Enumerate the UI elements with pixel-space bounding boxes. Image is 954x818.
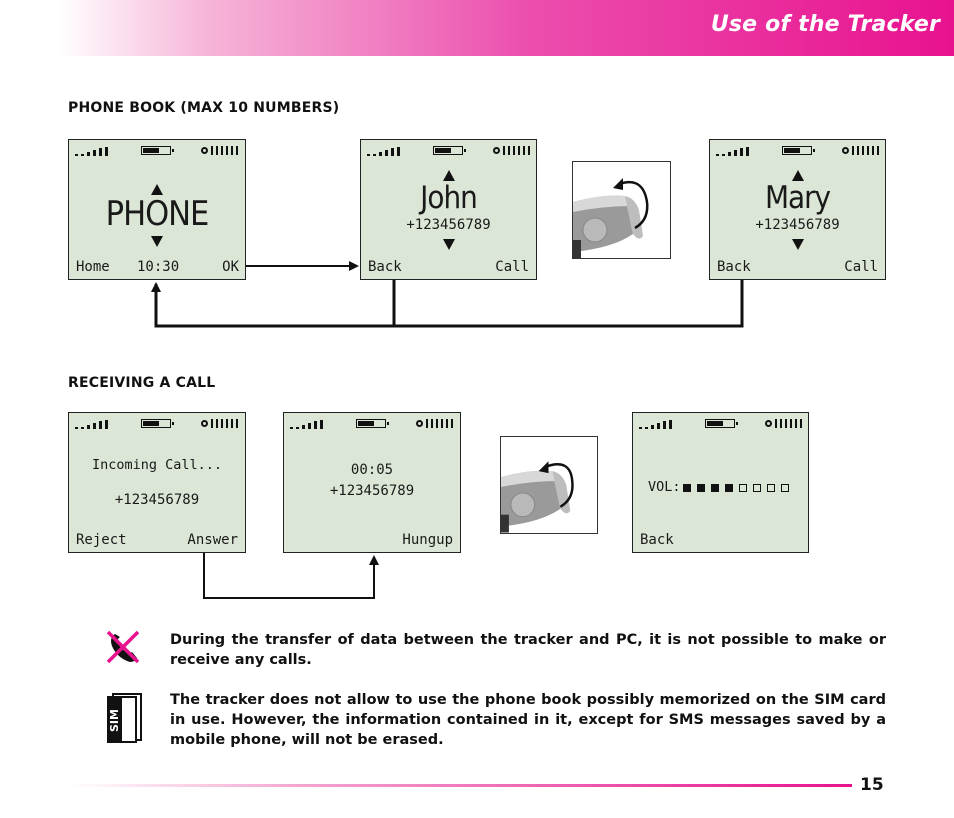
softkey-back[interactable]: Back	[717, 259, 751, 275]
antenna-icon	[763, 418, 803, 429]
status-bar	[69, 144, 245, 156]
volume-step	[725, 484, 733, 492]
softkey-home[interactable]: Home	[76, 259, 110, 275]
arrow-answer-to-incall	[203, 549, 379, 599]
page-number: 15	[860, 775, 884, 795]
note-no-calls: During the transfer of data between the …	[170, 632, 886, 668]
softkey-back[interactable]: Back	[368, 259, 402, 275]
caller-number: +123456789	[114, 492, 200, 508]
arrow-down-icon	[443, 239, 455, 250]
lcd-phone-menu: PHONE Home 10:30 OK	[68, 139, 246, 280]
arrow-down-icon	[792, 239, 804, 250]
lcd-in-call: 00:05 +123456789 Hungup	[283, 412, 461, 553]
status-bar	[69, 417, 245, 429]
antenna-icon	[199, 418, 239, 429]
arrow-up-icon	[151, 184, 163, 195]
lcd-volume: VOL: Back	[632, 412, 809, 553]
page-header: Use of the Tracker	[0, 0, 954, 56]
footer-line	[70, 784, 852, 787]
volume-step	[753, 484, 761, 492]
softkey-hungup[interactable]: Hungup	[402, 532, 453, 548]
volume-step	[711, 484, 719, 492]
arrow-mary-back-line	[394, 276, 744, 328]
signal-icon	[75, 147, 111, 156]
contact-number: +123456789	[406, 217, 491, 233]
softkey-answer[interactable]: Answer	[187, 532, 238, 548]
volume-step	[683, 484, 691, 492]
status-bar	[633, 417, 808, 429]
sim-label: SIM	[108, 709, 121, 732]
contact-name: John	[420, 180, 478, 216]
contact-name: Mary	[764, 180, 831, 216]
arrow-up-icon	[443, 170, 455, 181]
volume-step	[697, 484, 705, 492]
battery-icon	[141, 419, 174, 428]
contact-number: +123456789	[755, 217, 840, 233]
signal-icon	[716, 147, 752, 156]
rotate-arrow-icon	[573, 178, 649, 258]
volume-step	[767, 484, 775, 492]
section-title-receiving: RECEIVING A CALL	[68, 375, 216, 391]
rotate-arrow-icon	[501, 461, 574, 533]
lcd-incoming-call: Incoming Call... +123456789 Reject Answe…	[68, 412, 246, 553]
note-sim: The tracker does not allow to use the ph…	[170, 692, 886, 748]
signal-icon	[367, 147, 403, 156]
signal-icon	[290, 420, 326, 429]
battery-icon	[433, 146, 466, 155]
call-number: +123456789	[329, 483, 415, 499]
antenna-icon	[491, 145, 531, 156]
arrow-back-to-phone	[151, 276, 396, 328]
volume-step	[739, 484, 747, 492]
menu-word: PHONE	[105, 194, 210, 234]
softkey-call[interactable]: Call	[495, 259, 529, 275]
volume-step	[781, 484, 789, 492]
rotate-photo	[572, 161, 671, 259]
lcd-contact-john: John +123456789 Back Call	[360, 139, 537, 280]
arrow-down-icon	[151, 236, 163, 247]
antenna-icon	[414, 418, 454, 429]
no-phone-icon	[104, 628, 142, 666]
call-duration: 00:05	[350, 462, 394, 478]
volume-label: VOL:	[648, 479, 681, 495]
softkey-back[interactable]: Back	[640, 532, 674, 548]
softkey-ok[interactable]: OK	[222, 259, 239, 275]
battery-icon	[356, 419, 389, 428]
battery-icon	[782, 146, 815, 155]
sim-card-icon: SIM	[104, 692, 144, 744]
status-bar	[710, 144, 885, 156]
antenna-icon	[840, 145, 880, 156]
arrow-up-icon	[792, 170, 804, 181]
signal-icon	[639, 420, 675, 429]
section-title-phonebook: PHONE BOOK (MAX 10 NUMBERS)	[68, 100, 340, 116]
lcd-contact-mary: Mary +123456789 Back Call	[709, 139, 886, 280]
clock: 10:30	[137, 259, 180, 275]
header-title: Use of the Tracker	[710, 12, 940, 37]
softkey-call[interactable]: Call	[844, 259, 878, 275]
status-bar	[284, 417, 460, 429]
status-bar	[361, 144, 536, 156]
signal-icon	[75, 420, 111, 429]
antenna-icon	[199, 145, 239, 156]
battery-icon	[141, 146, 174, 155]
softkey-reject[interactable]: Reject	[76, 532, 127, 548]
battery-icon	[705, 419, 738, 428]
incoming-label: Incoming Call...	[91, 457, 223, 473]
rotate-photo	[500, 436, 598, 534]
